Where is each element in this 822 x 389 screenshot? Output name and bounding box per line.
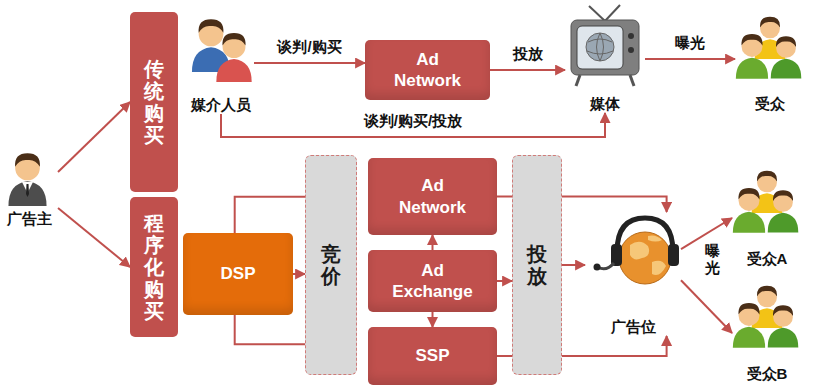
connector-group [58, 59, 735, 356]
person-figure [8, 153, 46, 206]
dsp-box: DSP [183, 233, 293, 315]
person-figure [216, 33, 251, 82]
node-label: Ad Network [390, 175, 475, 218]
person-figure [768, 190, 799, 232]
mic-tip [594, 264, 601, 271]
tv-antenna [589, 6, 605, 21]
tv-globe [586, 33, 614, 61]
globe [619, 232, 671, 284]
flow-arrow [293, 273, 305, 275]
flow-arrow [221, 113, 605, 137]
ad-slot-node: 广告位 [585, 212, 681, 336]
advertiser-node: 广告主 [0, 148, 58, 228]
tv-leg [576, 75, 580, 86]
flow-arrow [58, 102, 130, 172]
icon-caption: 受众A [747, 250, 788, 268]
edge-label: 谈判/购买 [274, 38, 344, 56]
person-figure [733, 188, 765, 233]
media-buyer-node: 媒介人员 [188, 12, 254, 114]
buy-mode-box: 传统购买 [130, 12, 178, 192]
bidding-band: 竞价 [305, 155, 357, 375]
ear-pad [668, 244, 679, 266]
process-box: SSP [368, 327, 497, 385]
tv-screen [577, 26, 623, 69]
audience-icon [736, 17, 801, 79]
flow-arrow [432, 235, 434, 250]
flow-arrow [645, 58, 735, 60]
node-label: Ad Network [385, 49, 470, 92]
node-label: SSP [390, 345, 475, 366]
delivery-band: 投放 [512, 155, 562, 375]
media-node: 媒体 [565, 5, 645, 113]
node-label: 传统购买 [144, 58, 164, 146]
headband [617, 218, 673, 252]
node-label: DSP [198, 263, 278, 284]
flow-arrow [58, 208, 130, 267]
ad-slot-icon [594, 218, 680, 284]
node-label: 竞价 [321, 243, 341, 287]
mic-boom [598, 263, 614, 269]
flow-arrow [235, 315, 305, 344]
tv-antenna [605, 5, 620, 21]
process-box: Ad Network [365, 40, 490, 100]
audience-a-icon [733, 171, 798, 233]
flow-arrow [490, 69, 565, 71]
process-box: Ad Network [368, 158, 497, 235]
node-label: Ad Exchange [385, 260, 480, 303]
icon-caption: 受众 [755, 95, 785, 113]
free-label: 曝光 [705, 243, 720, 276]
node-label: 投放 [527, 243, 547, 287]
flow-arrow [432, 312, 434, 327]
tv-icon [571, 5, 639, 86]
media-buyer-icon [192, 19, 252, 82]
person-figure [733, 303, 765, 348]
tv-knob [628, 33, 634, 39]
edge-label: 谈判/购买/投放 [361, 112, 465, 130]
icon-caption: 广告主 [7, 210, 52, 228]
globe-continents [630, 236, 666, 276]
audience-node: 受众B [732, 283, 802, 383]
audience-node: 受众A [732, 168, 802, 268]
flow-arrow [235, 197, 305, 233]
necktie [26, 184, 29, 197]
icon-caption: 媒体 [590, 95, 620, 113]
edge-label: 投放 [510, 45, 546, 63]
process-box: Ad Exchange [368, 250, 497, 312]
icon-caption: 受众B [747, 365, 788, 383]
person-figure [736, 34, 768, 79]
person-figure [771, 36, 802, 78]
flow-arrow [681, 280, 732, 333]
advertiser-icon [8, 153, 46, 206]
tv-globe-lines [587, 33, 613, 61]
icon-caption: 媒介人员 [191, 96, 251, 114]
flow-arrow [254, 62, 365, 64]
buy-mode-box: 程序化购买 [130, 197, 178, 337]
flow-arrow [562, 264, 585, 266]
audience-node: 受众 [735, 15, 805, 113]
audience-b-icon [733, 286, 798, 348]
tv-body [571, 20, 639, 75]
flow-arrow [497, 280, 512, 282]
node-label: 程序化购买 [144, 212, 164, 322]
tv-leg [630, 75, 634, 86]
tv-knob [628, 47, 634, 53]
edge-label: 曝光 [672, 34, 708, 52]
person-figure [768, 305, 799, 347]
icon-caption: 广告位 [611, 318, 656, 336]
